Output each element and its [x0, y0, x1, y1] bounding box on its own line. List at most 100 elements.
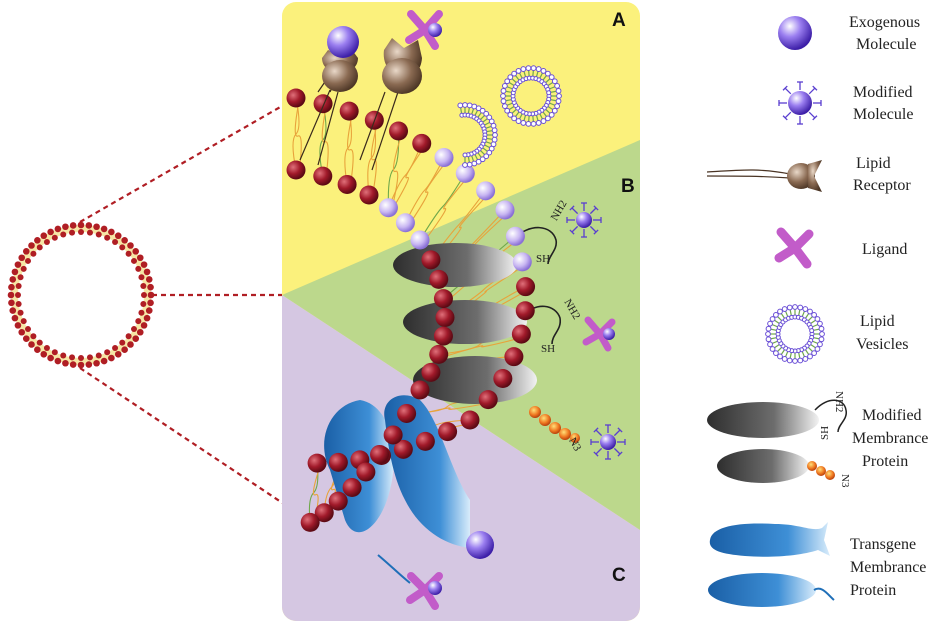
membrane-panel: NH2 SH NH2 SH N3 A B C — [282, 2, 640, 621]
liposome-outer-head — [108, 354, 115, 362]
liposome-outer-head — [69, 361, 77, 368]
lipid-head-outer — [307, 453, 327, 473]
legend-transgene-icon — [708, 522, 835, 607]
legend-n3-label: N3 — [839, 474, 851, 488]
lipid-head-inner — [286, 160, 306, 180]
liposome-outer-head — [121, 346, 128, 354]
liposome-inner-head — [140, 283, 147, 290]
liposome-outer-head — [34, 236, 41, 244]
modified-molecule-b2 — [590, 424, 626, 460]
liposome-inner-head — [86, 354, 93, 361]
legend-transgene-line1: Transgene — [850, 536, 916, 553]
liposome-inner-head — [30, 333, 37, 340]
liposome-inner-head — [17, 309, 24, 316]
liposome-lipid-ring — [7, 221, 155, 369]
liposome-inner-head — [60, 231, 67, 238]
liposome-outer-head — [28, 242, 35, 249]
liposome-inner-head — [95, 352, 102, 359]
lipid-head-outer — [512, 252, 532, 272]
liposome-inner-head — [135, 265, 142, 272]
lipid-head-inner — [337, 174, 357, 194]
lipid-head-outer — [495, 200, 515, 220]
liposome-inner-head — [43, 239, 50, 246]
legend-sh-label: SH — [819, 426, 831, 440]
legend-transgene-line3: Protein — [850, 582, 896, 599]
sh-label-2: SH — [541, 343, 555, 355]
liposome-outer-head — [100, 225, 108, 233]
lipid-head-outer — [455, 163, 475, 183]
liposome-inner-head — [112, 239, 119, 246]
liposome-outer-head — [47, 228, 54, 236]
liposome-outer-head — [93, 359, 100, 367]
liposome-inner-head — [138, 309, 145, 316]
liposome-inner-head — [20, 318, 27, 325]
liposome-outer-head — [136, 254, 144, 262]
liposome-inner-head — [51, 349, 58, 356]
lipid-head-inner — [395, 213, 415, 233]
liposome-outer-head — [147, 291, 155, 299]
lipid-head-outer — [504, 347, 524, 367]
legend-exogenous-line2: Molecule — [856, 36, 916, 53]
liposome-inner-head — [15, 300, 22, 307]
lipid-head-outer — [438, 422, 458, 442]
lipid-head-outer — [328, 452, 348, 472]
legend-receptor-line1: Lipid — [856, 155, 891, 172]
liposome-inner-head — [135, 318, 142, 325]
liposome-outer-head — [14, 261, 22, 268]
liposome-outer-head — [127, 242, 134, 249]
lipid-head-inner — [328, 491, 348, 511]
liposome-outer-head — [14, 322, 22, 329]
liposome-outer-head — [69, 222, 77, 229]
lipid-head-outer — [476, 181, 496, 201]
liposome-inner-head — [17, 274, 24, 281]
legend-receptor-icon — [706, 160, 822, 192]
liposome-outer-head — [77, 361, 85, 369]
lipid-head-inner — [410, 230, 430, 250]
liposome-outer-head — [132, 248, 140, 255]
liposome-inner-head — [20, 265, 27, 272]
liposome-outer-head — [9, 276, 17, 283]
lipid-head-outer — [412, 133, 432, 153]
lipid-head-inner — [397, 403, 417, 423]
ligand-c — [406, 572, 443, 610]
legend-nh2-label: NH2 — [833, 391, 845, 412]
lipid-head-inner — [429, 344, 449, 364]
lipid-head-outer — [505, 226, 525, 246]
lipid-head-inner — [313, 166, 333, 186]
liposome-inner-head — [60, 352, 67, 359]
liposome-inner-head — [30, 250, 37, 257]
zone-c-background — [282, 295, 640, 621]
liposome-inner-head — [130, 257, 137, 264]
liposome-outer-head — [140, 261, 148, 268]
legend-vesicles-line1: Lipid — [860, 313, 895, 330]
zoom-guide-lines — [79, 97, 297, 513]
liposome-outer-head — [121, 236, 128, 244]
liposome-inner-head — [86, 229, 93, 236]
liposome-inner-head — [119, 244, 126, 251]
liposome-outer-head — [127, 341, 134, 348]
liposome-inner-head — [125, 250, 132, 257]
liposome-outer-head — [85, 222, 93, 229]
lipid-vesicle-a — [500, 65, 562, 127]
sh-label-1: SH — [536, 253, 550, 265]
liposome-inner-head — [104, 234, 111, 241]
liposome-outer-head — [7, 291, 15, 299]
liposome-outer-head — [62, 223, 69, 231]
liposome-inner-head — [78, 229, 84, 235]
panel-label-a: A — [612, 10, 626, 31]
lipid-head-inner — [378, 198, 398, 218]
lipid-head-inner — [410, 380, 430, 400]
legend-modprotein-icon: NH2 SH N3 — [707, 391, 851, 488]
exogenous-molecule-c — [466, 531, 494, 559]
liposome-outer-head — [62, 359, 69, 367]
liposome-inner-head — [25, 257, 32, 264]
liposome-outer-head — [9, 307, 17, 314]
liposome-inner-head — [138, 274, 145, 281]
legend-modified-line2: Molecule — [853, 106, 913, 123]
lipid-head-inner — [300, 512, 320, 532]
liposome-outer-head — [93, 223, 100, 231]
legend-ligand-icon — [774, 227, 814, 269]
liposome-inner-head — [141, 292, 147, 298]
lipid-head-outer — [478, 390, 498, 410]
